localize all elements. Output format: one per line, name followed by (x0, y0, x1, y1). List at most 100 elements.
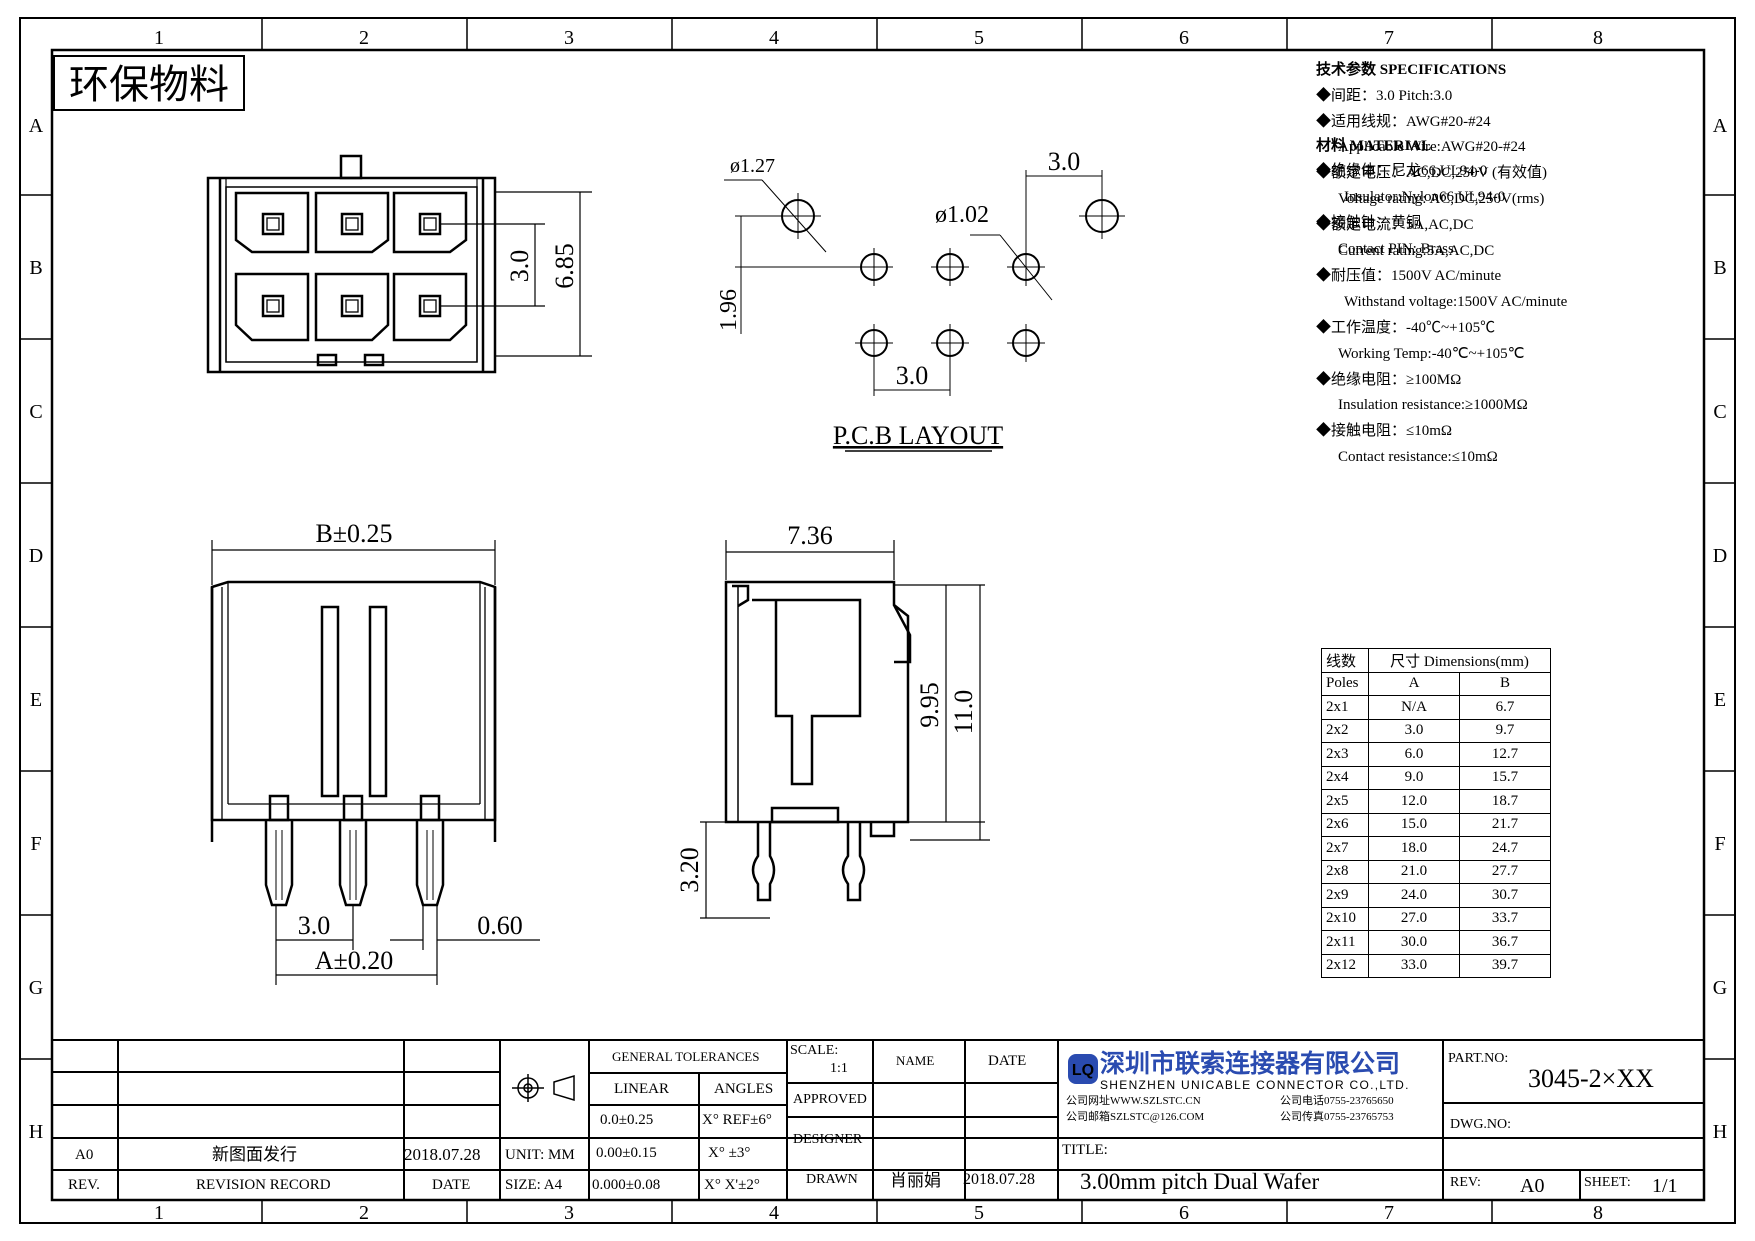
front-view (206, 154, 497, 374)
spec-line: Working Temp:-40℃~+105℃ (1338, 345, 1525, 362)
spec-line: ◆额定电流：5A,AC,DC (1316, 216, 1474, 233)
spec-line: ◆耐压值：1500V AC/minute (1316, 268, 1502, 285)
tolerance-linear-2: 0.00±0.15 (596, 1145, 657, 1161)
row-label: C (1713, 401, 1726, 423)
row-label: E (1714, 689, 1726, 711)
part-no: 3045-2×XX (1528, 1064, 1654, 1093)
pcb-layout-label: P.C.B LAYOUT (833, 421, 1003, 450)
title-label: TITLE: (1062, 1142, 1108, 1158)
tolerance-linear-1: 0.0±0.25 (600, 1112, 654, 1128)
dim-bottom-pitch: 3.0 (298, 911, 331, 940)
spec-line: Insulation resistance:≥1000MΩ (1338, 397, 1528, 414)
spec-line: ◆工作温度：-40℃~+105℃ (1316, 319, 1496, 336)
dim-side-h2: 11.0 (949, 690, 978, 735)
bottom-view (210, 580, 497, 907)
poles-cell: 2x11 (1321, 930, 1369, 955)
material-line: Contact PIN: Brass (1338, 240, 1454, 257)
col-label: 4 (769, 1202, 779, 1224)
specifications: 技术参数 SPECIFICATIONS ◆间距：3.0 Pitch:3.0◆适用… (1316, 58, 1736, 465)
col-label: 7 (1384, 27, 1394, 49)
eco-stamp-box (53, 55, 245, 111)
row-label: F (1714, 833, 1725, 855)
col-label: 2 (359, 1202, 369, 1224)
dim-side-h1: 9.95 (915, 682, 944, 728)
angles-label: ANGLES (714, 1081, 774, 1097)
side-dims (700, 540, 990, 919)
pcb-hole-large: ø1.27 (730, 155, 775, 177)
pcb-pitch-top: 3.0 (1048, 147, 1081, 176)
unit: UNIT: MM (505, 1147, 575, 1163)
company-phone: 公司电话0755-23765650 (1280, 1095, 1394, 1107)
row-label: E (30, 689, 42, 711)
dim-a-cell: N/A (1368, 695, 1460, 720)
dim-b-cell: 27.7 (1459, 859, 1551, 884)
col-label: 2 (359, 27, 369, 49)
dim-b-cell: 36.7 (1459, 930, 1551, 955)
poles-cell: 2x10 (1321, 906, 1369, 931)
th-poles-cn: 线数 (1321, 648, 1369, 673)
rev-label: REV. (68, 1177, 100, 1193)
dim-bottom-pin: 0.60 (477, 911, 523, 940)
spec-line: ◆额定电压：AC,DC,250V (有效值) (1316, 165, 1547, 182)
rev2-value: A0 (1520, 1175, 1545, 1197)
linear-label: LINEAR (614, 1081, 669, 1097)
dim-a-cell: 30.0 (1368, 930, 1460, 955)
dim-b-cell: 24.7 (1459, 836, 1551, 861)
material-line: ◆绝缘体：尼龙66,UL94-0 (1316, 163, 1488, 180)
part-no-label: PART.NO: (1448, 1051, 1509, 1066)
row-label: H (1713, 1121, 1727, 1143)
poles-cell: 2x7 (1321, 836, 1369, 861)
poles-cell: 2x8 (1321, 859, 1369, 884)
spec-title: 技术参数 SPECIFICATIONS (1316, 62, 1507, 78)
drawn-date: 2018.07.28 (963, 1171, 1035, 1188)
front-dims (440, 191, 592, 357)
dim-a-cell: 12.0 (1368, 789, 1460, 814)
poles-cell: 2x2 (1321, 718, 1369, 743)
company-name-en: SHENZHEN UNICABLE CONNECTOR CO.,LTD. (1100, 1078, 1410, 1092)
poles-cell: 2x12 (1321, 953, 1369, 978)
company-email: 公司邮箱SZLSTC@126.COM (1066, 1111, 1205, 1123)
dim-side-tail: 3.20 (675, 847, 704, 893)
poles-cell: 2x1 (1321, 695, 1369, 720)
dim-b-cell: 12.7 (1459, 742, 1551, 767)
dim-b-cell: 21.7 (1459, 812, 1551, 837)
material-line: Insulator:Nylon66 UL94-0 (1344, 189, 1506, 206)
col-label: 3 (564, 1202, 574, 1224)
dim-front-height: 6.85 (550, 243, 579, 289)
scale-label: SCALE: (790, 1043, 839, 1058)
row-label: A (1713, 115, 1728, 137)
scale-value: 1:1 (830, 1061, 848, 1076)
rev-record-value: 新图面发行 (212, 1145, 297, 1164)
col-label: 1 (154, 1202, 164, 1224)
sheet-label: SHEET: (1584, 1175, 1631, 1190)
tolerance-angle-1: X° REF±6° (702, 1112, 772, 1128)
approved-label: APPROVED (793, 1092, 867, 1107)
spec-line: ◆绝缘电阻：≥100MΩ (1316, 371, 1462, 388)
row-label: G (1713, 977, 1727, 999)
designer-label: DESIGNER (793, 1132, 863, 1147)
dim-bottom-width: B±0.25 (315, 519, 392, 548)
pcb-pitch-bottom: 3.0 (896, 361, 929, 390)
material-line: ◆接触针：黄铜 (1316, 214, 1422, 231)
row-label: D (29, 545, 43, 567)
size: SIZE: A4 (505, 1177, 563, 1193)
col-label: 1 (154, 27, 164, 49)
col-label: 5 (974, 27, 984, 49)
spec-line: Voltage rating: AC,DC,250V(rms) (1338, 190, 1545, 207)
inner-frame (50, 48, 1706, 1202)
dim-a-cell: 3.0 (1368, 718, 1460, 743)
poles-cell: 2x3 (1321, 742, 1369, 767)
row-label: F (30, 833, 41, 855)
dim-b-cell: 33.7 (1459, 906, 1551, 931)
dwg-no-label: DWG.NO: (1450, 1117, 1512, 1132)
eco-stamp: 环保物料 (69, 62, 229, 107)
